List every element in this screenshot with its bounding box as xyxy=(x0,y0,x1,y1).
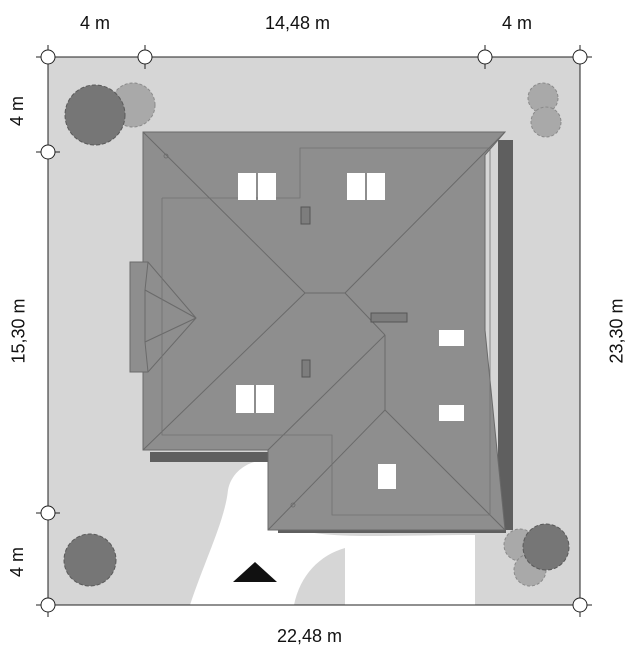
roof-window xyxy=(236,385,254,413)
roof-window xyxy=(367,173,385,200)
chimneys xyxy=(300,206,408,378)
tree-icon xyxy=(63,533,117,587)
roof-window xyxy=(439,405,464,421)
chimney xyxy=(300,206,311,225)
dimension-label-left-top: 4 m xyxy=(7,95,28,127)
chimney xyxy=(301,359,311,378)
tree-icon xyxy=(503,523,570,587)
roof xyxy=(129,131,507,531)
roof-windows xyxy=(236,173,464,489)
tree-icon xyxy=(64,82,156,146)
dimension-label-left-middle: 15,30 m xyxy=(8,298,29,364)
dimension-nodes xyxy=(40,49,588,613)
roof-window xyxy=(347,173,365,200)
parking-area xyxy=(294,548,345,605)
tree-icon xyxy=(527,82,562,138)
roof-window xyxy=(256,385,274,413)
dimension-label-bottom: 22,48 m xyxy=(277,626,343,646)
roof-window xyxy=(238,173,256,200)
dimension-label-left-bottom: 4 m xyxy=(7,546,28,578)
roof-window xyxy=(378,464,396,489)
roof-window xyxy=(258,173,276,200)
dimension-label-right: 23,30 m xyxy=(606,298,627,364)
dimension-lines xyxy=(36,45,592,617)
entrance-marker-icon xyxy=(233,562,277,582)
roof-window xyxy=(439,330,464,346)
dimension-label-top-right: 4 m xyxy=(502,13,533,33)
chimney xyxy=(370,312,408,323)
trees xyxy=(63,82,570,587)
dimension-label-top-middle: 14,48 m xyxy=(265,13,331,33)
dimension-label-top-left: 4 m xyxy=(80,13,111,33)
